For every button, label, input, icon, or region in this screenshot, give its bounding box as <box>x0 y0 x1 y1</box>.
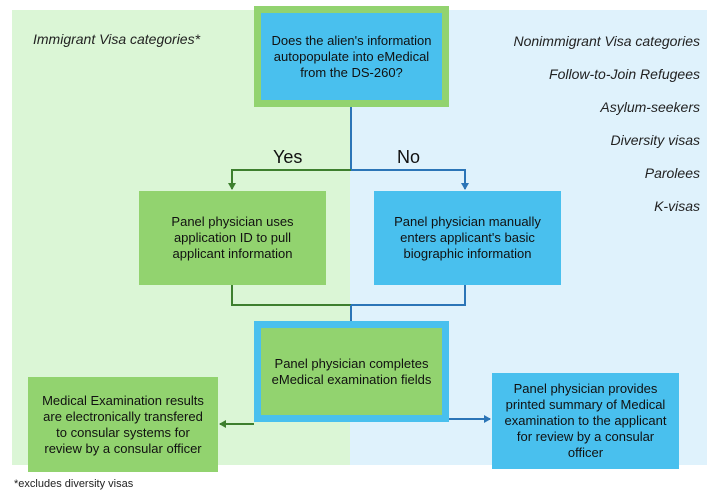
printed-summary-box: Panel physician provides printed summary… <box>492 373 679 469</box>
right-category-0: Nonimmigrant Visa categories <box>513 33 701 49</box>
yes-label: Yes <box>273 147 303 167</box>
right-category-1: Follow-to-Join Refugees <box>549 66 700 82</box>
manual-entry-box: Panel physician manually enters applican… <box>374 191 561 285</box>
manual-entry-text: Panel physician manually enters applican… <box>394 214 541 261</box>
uses-application-id-text: Panel physician uses application ID to p… <box>171 214 294 261</box>
right-category-2: Asylum-seekers <box>600 99 700 115</box>
footnote: *excludes diversity visas <box>14 478 134 490</box>
connector-left-merge <box>231 285 351 306</box>
connector-yes-branch <box>228 169 351 190</box>
autopopulate-question-box: Does the alien's information autopopulat… <box>254 6 449 107</box>
no-label: No <box>397 147 421 167</box>
printed-summary-text: Panel physician provides printed summary… <box>504 381 667 460</box>
autopopulate-question-text: Does the alien's information autopopulat… <box>271 32 432 80</box>
connector-no-branch <box>351 169 469 190</box>
connector-right-merge <box>351 285 466 306</box>
electronic-transfer-text: Medical Examination results are electron… <box>42 392 204 456</box>
complete-exam-text: Panel physician completes eMedical exami… <box>271 355 432 387</box>
right-category-5: K-visas <box>654 198 700 214</box>
immigrant-category-label: Immigrant Visa categories* <box>33 31 201 47</box>
right-category-3: Diversity visas <box>610 132 700 148</box>
complete-exam-box: Panel physician completes eMedical exami… <box>254 321 449 422</box>
uses-application-id-box: Panel physician uses application ID to p… <box>139 191 326 285</box>
right-category-4: Parolees <box>644 165 700 181</box>
electronic-transfer-box: Medical Examination results are electron… <box>28 377 218 472</box>
